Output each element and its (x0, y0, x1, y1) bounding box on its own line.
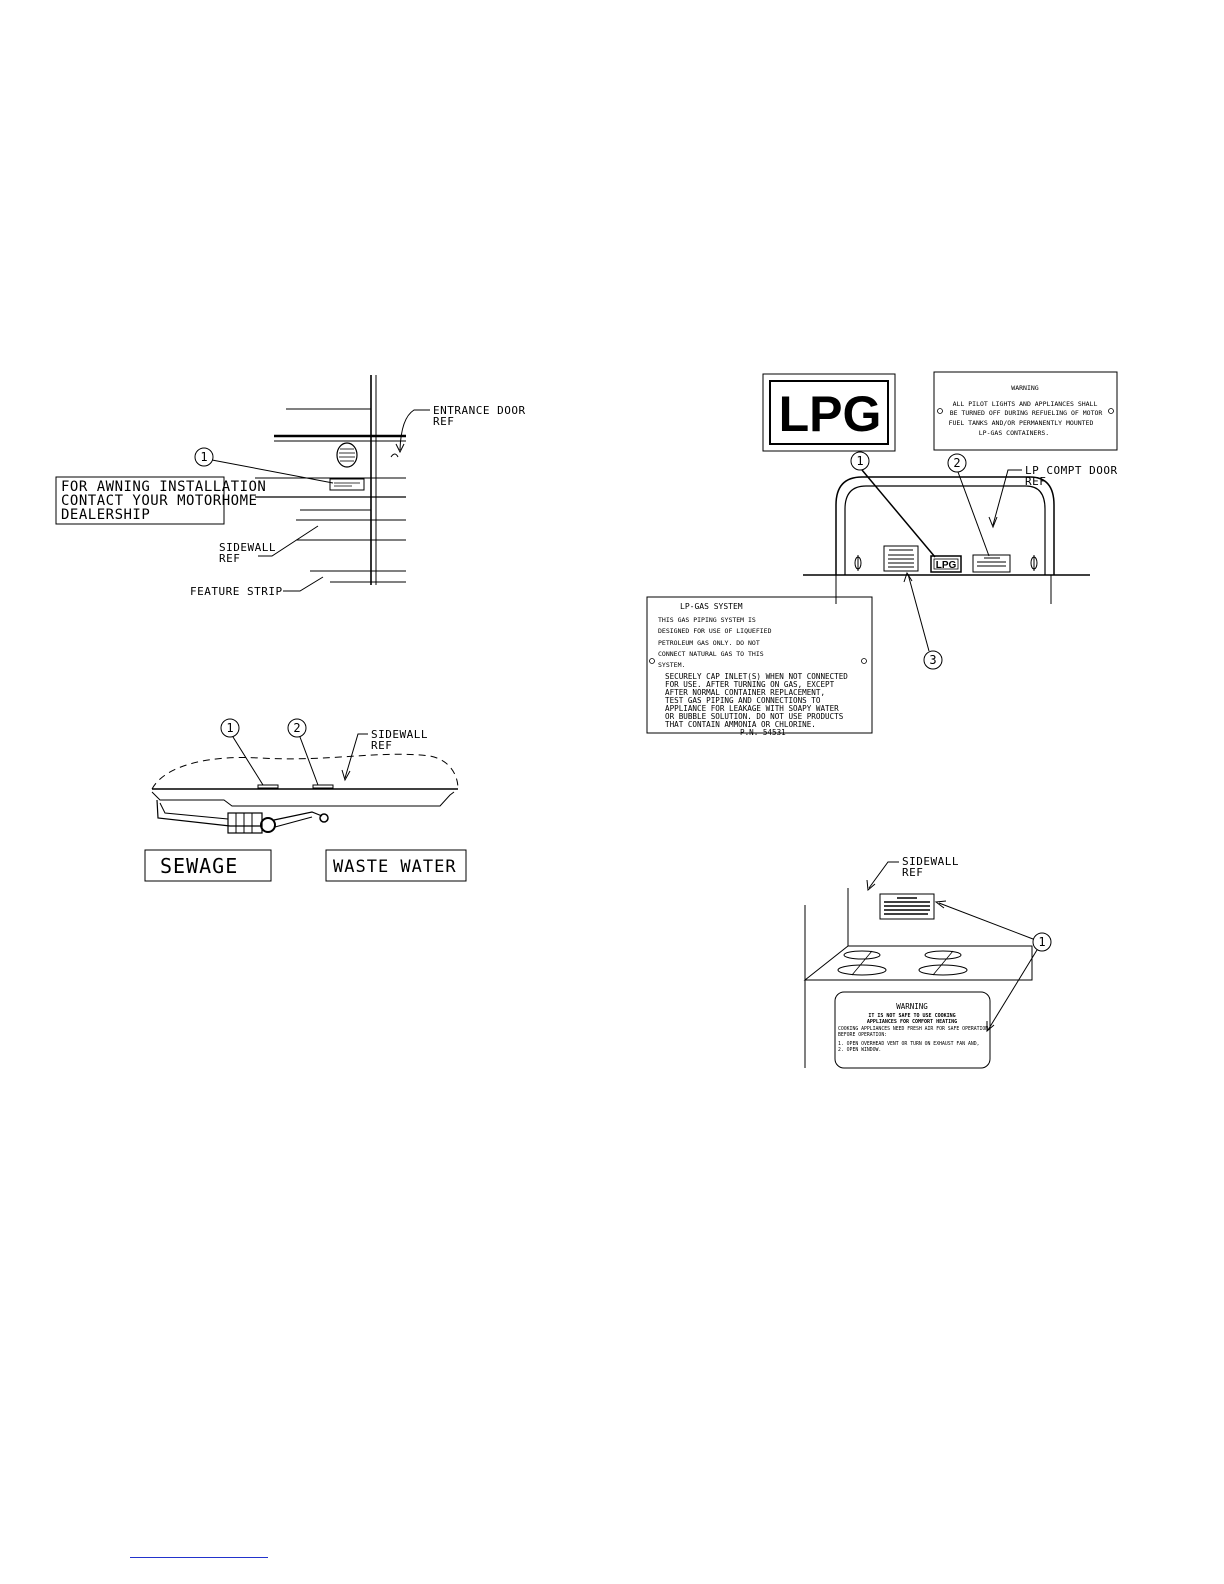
lp-gas-line-3: PETROLEUM GAS ONLY. DO NOT (658, 639, 760, 647)
part-number: P.N. 54531 (740, 728, 786, 737)
lp-gas-cap-line-6: OR BUBBLE SOLUTION. DO NOT USE PRODUCTS (665, 712, 844, 721)
entrance-door-label-2: REF (433, 415, 454, 428)
lp-gas-system-decal: LP-GAS SYSTEM THIS GAS PIPING SYSTEM IS … (646, 596, 873, 737)
lp-gas-line-1: THIS GAS PIPING SYSTEM IS (658, 616, 756, 624)
awning-decal-line-1: FOR AWNING INSTALLATION (61, 479, 266, 495)
lp-gas-title: LP-GAS SYSTEM (680, 602, 743, 611)
callout-number: 1 (200, 450, 207, 464)
callout-2: 2 (293, 721, 300, 735)
cooking-warning-decal: WARNING IT IS NOT SAFE TO USE COOKING AP… (834, 991, 991, 1069)
warning-line-2: BE TURNED OFF DURING REFUELING OF MOTOR (950, 409, 1103, 417)
callout-1: 1 (1038, 935, 1045, 949)
sidewall-label-2: REF (371, 739, 392, 752)
awning-decal-line-3: DEALERSHIP (61, 507, 150, 523)
waste-water-decal: WASTE WATER (333, 857, 457, 877)
figure-lp-compartment: LPG WARNING ALL PILOT LIGHTS AND APPLIAN… (646, 371, 1118, 737)
lp-gas-cap-line-1: SECURELY CAP INLET(S) WHEN NOT CONNECTED (665, 672, 848, 681)
lp-gas-cap-line-2: FOR USE. AFTER TURNING ON GAS, EXCEPT (665, 680, 835, 689)
callout-1: 1 (226, 721, 233, 735)
callout-2: 2 (953, 456, 960, 470)
lp-compt-door-label-2: REF (1025, 475, 1046, 488)
sidewall-label-2: REF (219, 552, 240, 565)
lpg-small-decal-text: LPG (936, 560, 957, 571)
sidewall-label-1: SIDEWALL (902, 855, 959, 868)
callout-1: 1 (856, 454, 863, 468)
warning-line-3: FUEL TANKS AND/OR PERMANENTLY MOUNTED (949, 419, 1094, 427)
sidewall-label-1: SIDEWALL (219, 541, 276, 554)
cook-warning-body-1: COOKING APPLIANCES NEED FRESH AIR FOR SA… (838, 1026, 988, 1032)
cook-warning-step-2: 2. OPEN WINDOW. (838, 1047, 881, 1053)
sidewall-label-1: SIDEWALL (371, 728, 428, 741)
lp-gas-cap-line-4: TEST GAS PIPING AND CONNECTIONS TO (665, 696, 821, 705)
sewage-decal: SEWAGE (160, 854, 238, 878)
warning-line-1: ALL PILOT LIGHTS AND APPLIANCES SHALL (953, 400, 1098, 408)
lp-gas-cap-line-7: THAT CONTAIN AMMONIA OR CHLORINE. (665, 720, 816, 729)
sidewall-label-2: REF (902, 866, 923, 879)
warning-title: WARNING (1011, 384, 1038, 392)
lp-gas-line-2: DESIGNED FOR USE OF LIQUEFIED (658, 627, 772, 635)
lp-gas-cap-line-3: AFTER NORMAL CONTAINER REPLACEMENT, (665, 688, 825, 697)
porch-light-icon (336, 442, 358, 468)
warning-decal-large: WARNING ALL PILOT LIGHTS AND APPLIANCES … (933, 371, 1118, 451)
lpg-decal-text: LPG (779, 386, 882, 442)
cook-warning-sub-1: IT IS NOT SAFE TO USE COOKING (868, 1013, 955, 1019)
latch-icon (854, 555, 862, 571)
awning-decal-line-2: CONTACT YOUR MOTORHOME (61, 493, 257, 509)
entrance-door-label-1: ENTRANCE DOOR (433, 404, 526, 417)
cook-warning-sub-2: APPLIANCES FOR COMFORT HEATING (867, 1019, 957, 1025)
callout-3: 3 (929, 653, 936, 667)
cook-warning-body-2: BEFORE OPERATION: (838, 1032, 887, 1038)
lp-gas-cap-line-5: APPLIANCE FOR LEAKAGE WITH SOAPY WATER (665, 704, 839, 713)
cook-warning-step-1: 1. OPEN OVERHEAD VENT OR TURN ON EXHAUST… (838, 1041, 980, 1047)
lp-compt-door-label-1: LP COMPT DOOR (1025, 464, 1118, 477)
warning-line-4: LP-GAS CONTAINERS. (979, 429, 1049, 437)
figure-dump-valve-decals: 1 2 SIDEWALL REF SEWAGE WASTE WATER (144, 718, 467, 882)
lp-gas-line-4: CONNECT NATURAL GAS TO THIS (658, 650, 764, 658)
figure-awning-decal: 1 ENTRANCE DOOR REF FOR AWNING INSTALLAT… (55, 375, 526, 598)
footer-rule (130, 1557, 268, 1558)
latch-icon (1030, 555, 1038, 571)
lpg-decal-large: LPG (762, 373, 896, 452)
cook-warning-title: WARNING (896, 1002, 928, 1011)
feature-strip-label: FEATURE STRIP (190, 585, 283, 598)
figure-cooktop-warning: SIDEWALL REF 1 WARNING IT IS NOT SAFE TO… (803, 855, 1052, 1069)
lp-gas-line-5: SYSTEM. (658, 661, 685, 669)
